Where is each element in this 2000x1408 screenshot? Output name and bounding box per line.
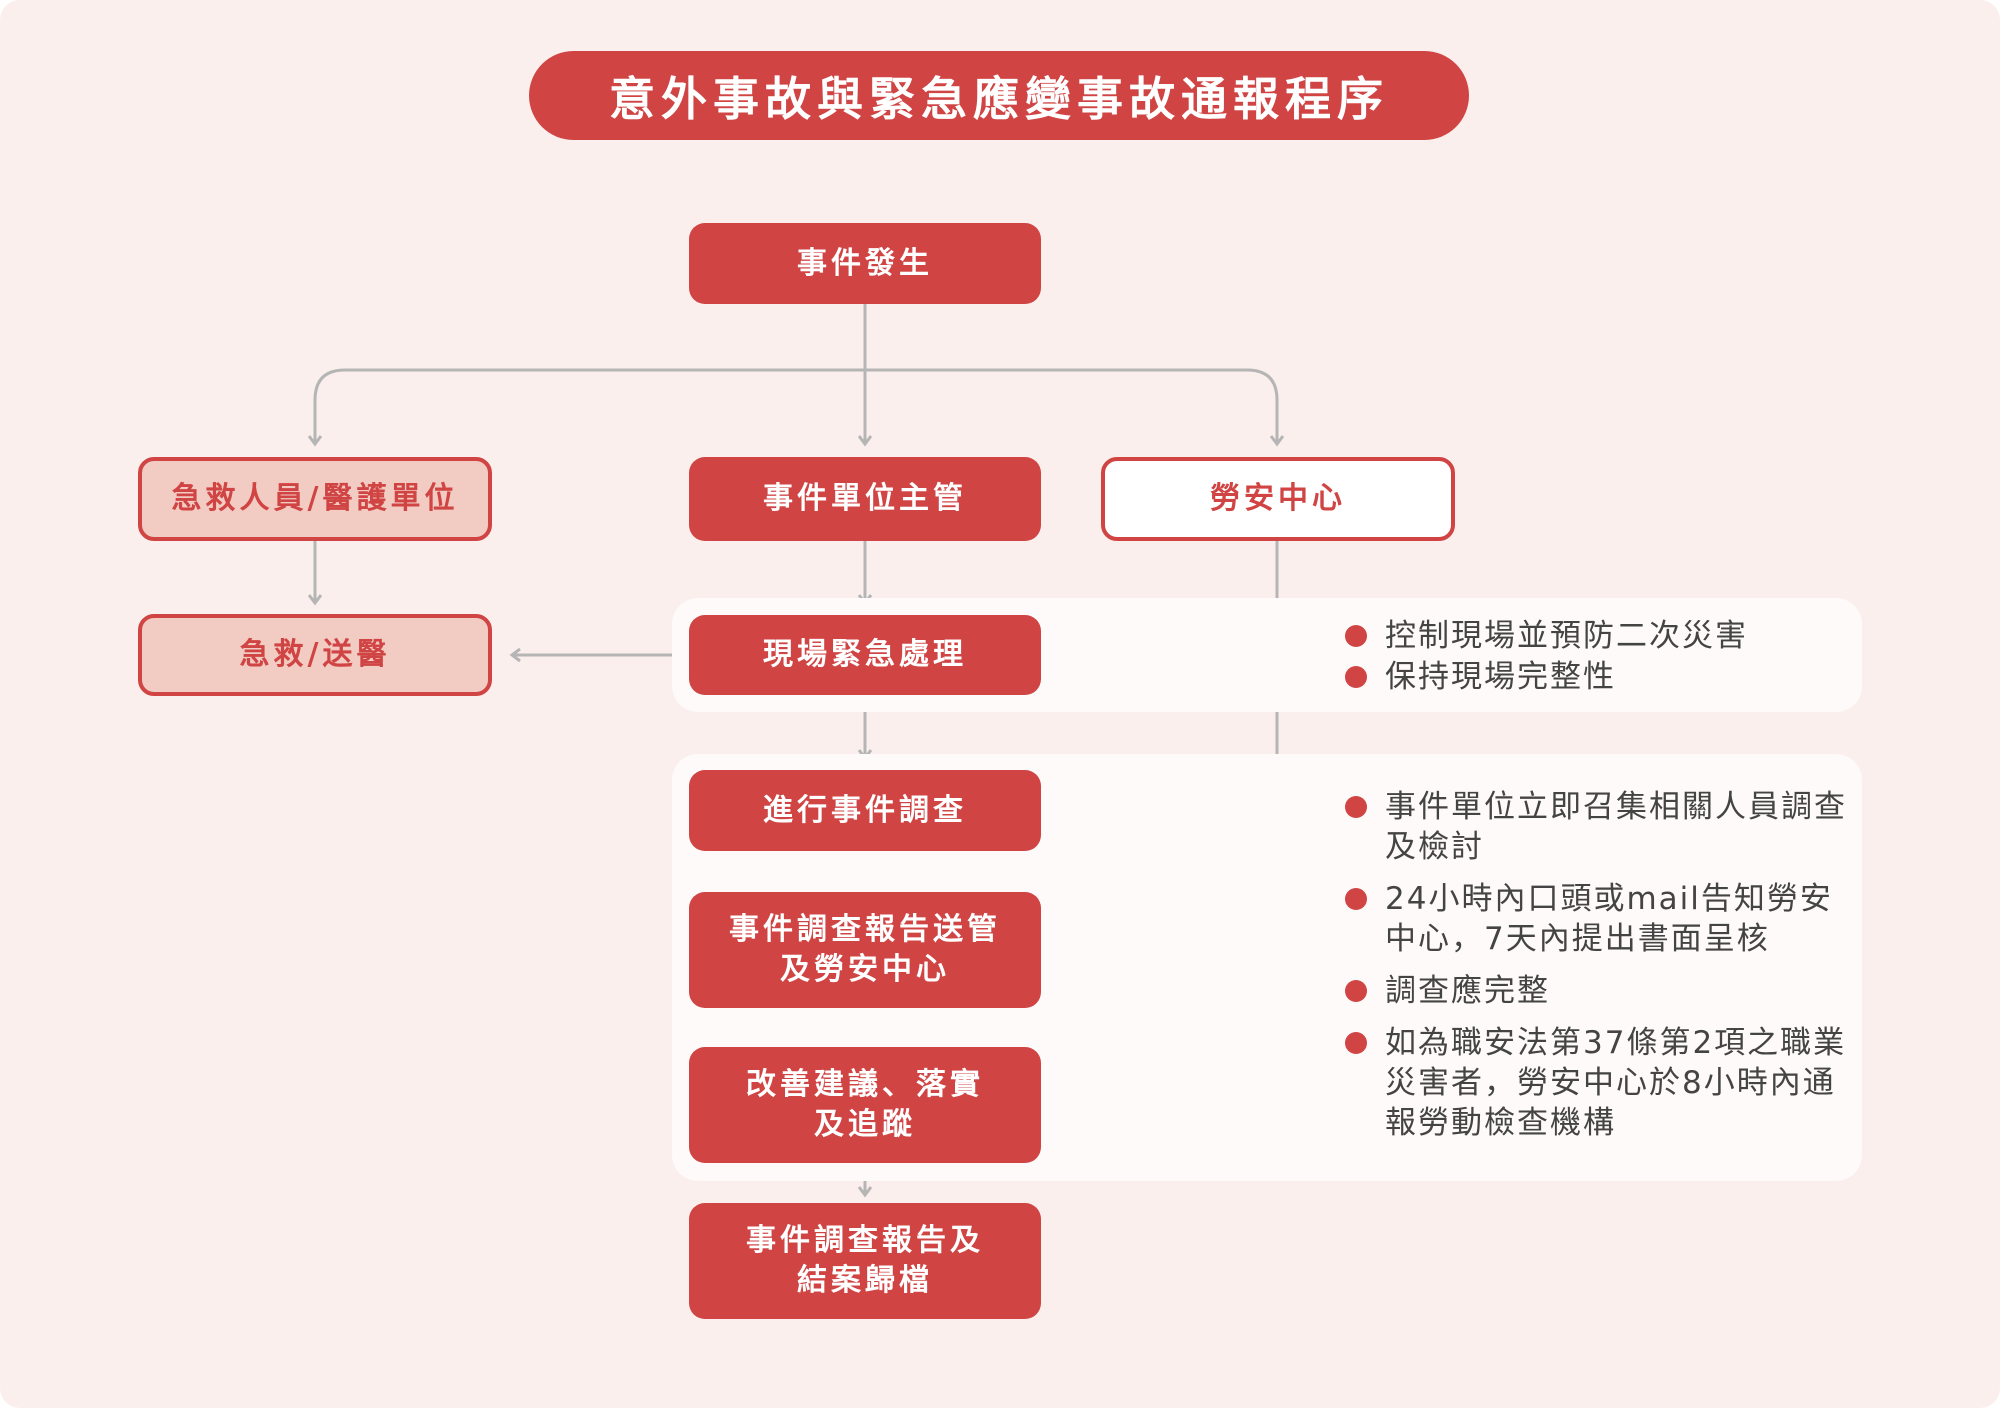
note-item: 調查應完整 [1345, 971, 1855, 1011]
investigation-notes-list: 事件單位立即召集相關人員調查及檢討 24小時內口頭或mail告知勞安中心，7天內… [1345, 787, 1855, 1143]
node-line: 及勞安中心 [780, 952, 950, 987]
page-title: 意外事故與緊急應變事故通報程序 [529, 51, 1469, 140]
note-item: 控制現場並預防二次災害 [1345, 616, 1855, 656]
bullet-dot-icon [1345, 666, 1367, 688]
bullet-dot-icon [1345, 625, 1367, 647]
node-line: 改善建議、落實 [746, 1067, 984, 1102]
node-line: 事件調查報告送管 [729, 912, 1001, 947]
connector-branch-left [315, 368, 865, 444]
emergency-notes-list: 控制現場並預防二次災害 保持現場完整性 [1345, 616, 1855, 697]
node-emergency-handling: 現場緊急處理 [689, 615, 1041, 695]
bullet-dot-icon [1345, 796, 1367, 818]
node-closing: 事件調查報告及 結案歸檔 [689, 1203, 1041, 1319]
node-report-submit: 事件調查報告送管 及勞安中心 [689, 892, 1041, 1008]
bullet-dot-icon [1345, 980, 1367, 1002]
note-item: 如為職安法第37條第2項之職業災害者，勞安中心於8小時內通報勞動檢查機構 [1345, 1023, 1855, 1143]
note-item: 24小時內口頭或mail告知勞安中心，7天內提出書面呈核 [1345, 879, 1855, 959]
node-safety-center: 勞安中心 [1101, 457, 1455, 541]
node-first-aid-unit: 急救人員/醫護單位 [138, 457, 492, 541]
node-line: 及追蹤 [814, 1107, 916, 1142]
node-investigation: 進行事件調查 [689, 770, 1041, 851]
node-line: 事件調查報告及 [746, 1223, 984, 1258]
node-improvement: 改善建議、落實 及追蹤 [689, 1047, 1041, 1163]
bullet-dot-icon [1345, 1032, 1367, 1054]
bullet-dot-icon [1345, 888, 1367, 910]
node-unit-supervisor: 事件單位主管 [689, 457, 1041, 541]
connector-branch-right [865, 368, 1277, 444]
note-item: 保持現場完整性 [1345, 657, 1855, 697]
note-item: 事件單位立即召集相關人員調查及檢討 [1345, 787, 1855, 867]
node-line: 結案歸檔 [797, 1263, 933, 1298]
node-first-aid: 急救/送醫 [138, 614, 492, 696]
node-incident: 事件發生 [689, 223, 1041, 304]
